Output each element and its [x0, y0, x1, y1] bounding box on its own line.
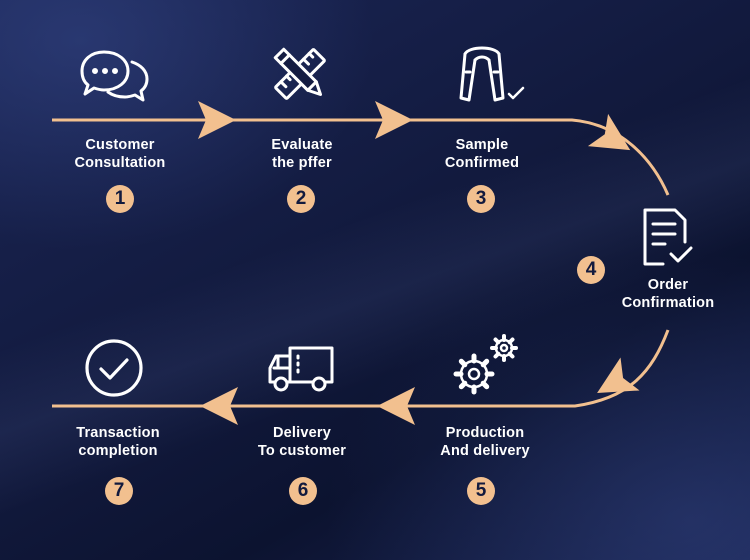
step-number-3: 3	[467, 185, 495, 213]
step-number-5: 5	[467, 477, 495, 505]
step-label-1: Customer Consultation	[74, 137, 166, 171]
step-label-2: Evaluate the pffer	[271, 137, 333, 171]
step-label-5: Production And delivery	[440, 425, 530, 459]
flow-line-top	[52, 118, 670, 196]
arrowhead-6	[200, 387, 238, 425]
neck-massager-check-icon	[455, 42, 525, 106]
step-label-6: Delivery To customer	[257, 425, 347, 459]
ruler-pencil-icon	[265, 42, 335, 106]
step-label-3: Sample Confirmed	[444, 137, 520, 171]
step-number-2: 2	[287, 185, 315, 213]
step-number-1: 1	[106, 185, 134, 213]
document-check-icon	[633, 206, 703, 270]
step-number-6: 6	[289, 477, 317, 505]
arrowhead-5	[377, 387, 415, 425]
gears-icon	[452, 334, 522, 398]
flow-line-bottom	[52, 329, 670, 408]
arrowhead-4	[597, 357, 640, 393]
step-label-7: Transaction completion	[76, 425, 160, 459]
step-number-4: 4	[577, 256, 605, 284]
check-circle-icon	[80, 336, 150, 400]
delivery-truck-icon	[266, 336, 336, 400]
arrowhead-2	[375, 101, 413, 139]
step-number-7: 7	[105, 477, 133, 505]
arrowhead-1	[198, 101, 236, 139]
chat-bubbles-icon	[80, 46, 150, 110]
arrowhead-3	[587, 113, 631, 151]
step-label-4: Order Confirmation	[621, 277, 715, 311]
